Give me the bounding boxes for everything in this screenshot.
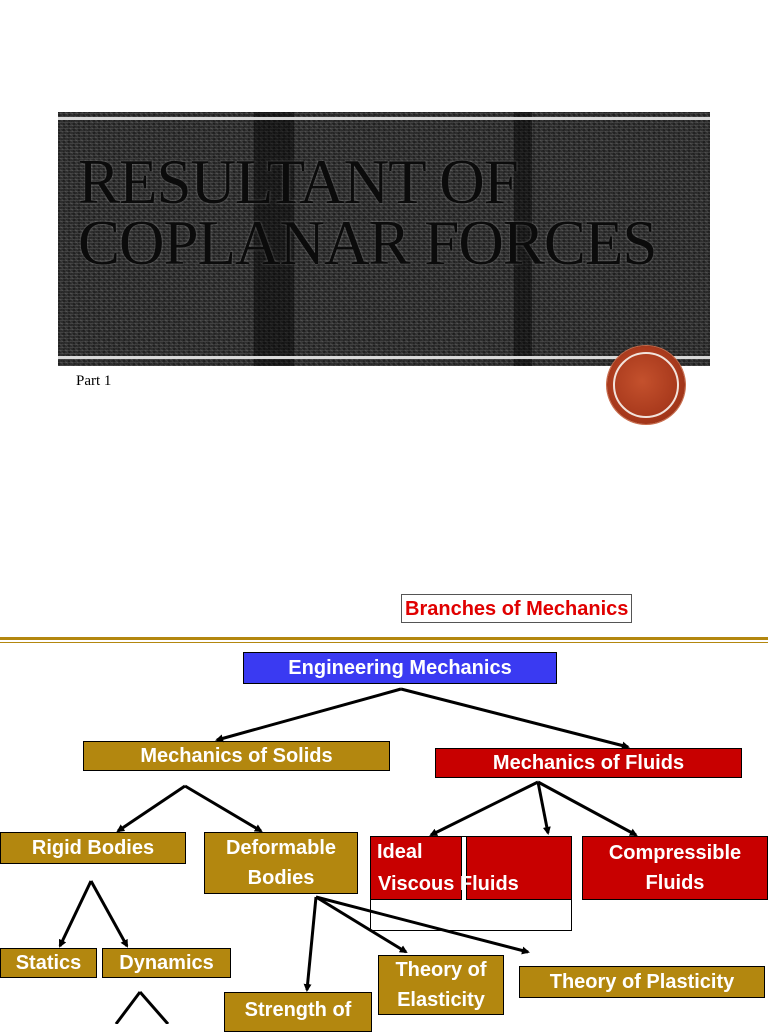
badge-ring: [613, 352, 679, 418]
title-banner-texture: [58, 112, 710, 366]
header-rule-thin: [0, 642, 768, 643]
slide2-title: Branches of Mechanics: [401, 594, 633, 623]
connector-fluids-to-compressible: [537, 780, 638, 837]
slide-subtitle: Part 1: [76, 373, 112, 389]
title-slide: RESULTANT OF COPLANAR FORCES Part 1: [58, 112, 710, 424]
banner-dark-band: [254, 112, 294, 366]
connector-eng-to-solids: [215, 687, 402, 743]
connector-deformable-to-plasticity: [315, 895, 530, 955]
node-viscous-fluids: Viscous Fluids: [378, 873, 519, 895]
node-rigid-bodies: Rigid Bodies: [0, 832, 186, 864]
node-compressible-fluids: Compressible Fluids: [582, 836, 768, 900]
connector-rigid-to-statics: [58, 880, 93, 948]
node-engineering-mechanics: Engineering Mechanics: [243, 652, 557, 684]
connector-fluids-to-ideal: [429, 780, 539, 837]
connector-solids-to-rigid: [116, 784, 186, 833]
connector-solids-to-deformable: [184, 784, 263, 833]
slide-title: RESULTANT OF COPLANAR FORCES: [78, 147, 657, 278]
node-mechanics-of-fluids: Mechanics of Fluids: [435, 748, 742, 778]
decorative-circle-badge: [607, 346, 685, 424]
branches-slide: Branches of Mechanics Engineering Mechan…: [0, 570, 768, 1032]
banner-bottom-rule: [58, 356, 710, 359]
banner-dark-band: [514, 112, 532, 366]
node-viscous-fluids-bg: [466, 836, 572, 900]
header-rule-thick: [0, 637, 768, 640]
node-theory-of-plasticity: Theory of Plasticity: [519, 966, 765, 998]
connector-deformable-to-strength: [303, 896, 318, 992]
node-dynamics: Dynamics: [102, 948, 231, 978]
node-theory-of-elasticity: Theory of Elasticity: [378, 955, 504, 1015]
banner-top-rule: [58, 117, 710, 120]
connector-deformable-to-elasticity: [315, 895, 408, 954]
connector-dynamics-right: [138, 991, 170, 1024]
node-mechanics-of-solids: Mechanics of Solids: [83, 741, 390, 771]
connector-dynamics-left: [114, 991, 142, 1024]
node-ideal-fluids: Ideal: [370, 836, 462, 900]
connector-rigid-to-dynamics: [89, 880, 129, 948]
connector-fluids-to-viscous: [536, 781, 551, 835]
tree-connector-arrows: [58, 687, 638, 1024]
node-deformable-bodies: Deformable Bodies: [204, 832, 358, 894]
connector-eng-to-fluids: [400, 687, 630, 750]
node-statics: Statics: [0, 948, 97, 978]
